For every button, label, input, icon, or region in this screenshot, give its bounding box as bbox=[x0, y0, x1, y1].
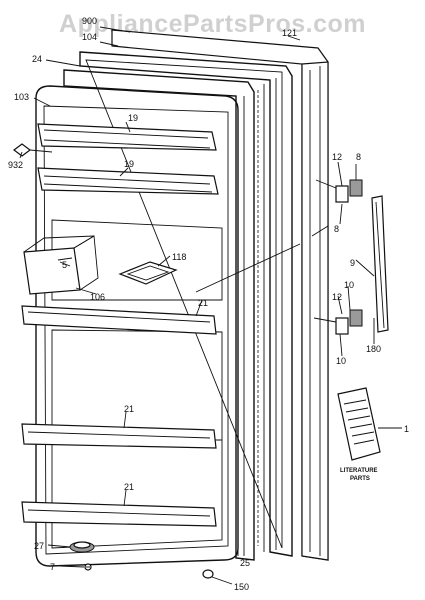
literature-label-line2: PARTS bbox=[350, 476, 370, 482]
lower-handle-mount bbox=[335, 309, 363, 335]
door-shelf-1 bbox=[21, 305, 217, 335]
callout-25: 25 bbox=[240, 558, 250, 568]
callout-1: 1 bbox=[404, 424, 409, 434]
door-handle bbox=[371, 195, 389, 333]
callout-150: 150 bbox=[234, 582, 249, 592]
upper-shelf-1 bbox=[37, 123, 217, 151]
butter-compartment bbox=[23, 235, 99, 295]
callout-104: 104 bbox=[82, 32, 97, 42]
upper-shelf-2 bbox=[37, 167, 219, 195]
door-gasket bbox=[79, 51, 293, 557]
callout-10-upper: 10 bbox=[344, 280, 354, 290]
callout-103: 103 bbox=[14, 92, 29, 102]
callout-labels: 900 104 24 121 103 19 19 932 12 8 8 118 … bbox=[8, 16, 409, 592]
literature-booklet bbox=[337, 387, 381, 461]
leader-lines bbox=[19, 26, 402, 585]
callout-24: 24 bbox=[32, 54, 42, 64]
callout-8-lower: 8 bbox=[334, 224, 339, 234]
callout-118: 118 bbox=[172, 252, 186, 262]
door-shelf-3 bbox=[21, 501, 217, 527]
callout-8-upper: 8 bbox=[356, 152, 361, 162]
callout-121: 121 bbox=[282, 28, 297, 38]
breaker-strip-frame bbox=[63, 69, 255, 561]
callout-21-upper: 21 bbox=[198, 298, 208, 308]
door-shelf-2 bbox=[21, 423, 217, 449]
screw bbox=[84, 563, 92, 571]
utility-tray bbox=[118, 261, 178, 285]
hinge-pin bbox=[13, 143, 31, 157]
callout-9: 9 bbox=[350, 258, 355, 268]
callout-27: 27 bbox=[34, 541, 44, 551]
callout-106: 106 bbox=[90, 292, 105, 302]
callout-12-lower: 12 bbox=[332, 292, 342, 302]
door-cam bbox=[69, 541, 95, 553]
callout-180: 180 bbox=[366, 344, 381, 354]
literature-label-line1: LITERATURE bbox=[340, 468, 378, 474]
upper-handle-mount bbox=[335, 179, 363, 203]
callout-21-lower: 21 bbox=[124, 482, 134, 492]
callout-900: 900 bbox=[82, 16, 97, 26]
callout-932: 932 bbox=[8, 160, 23, 170]
callout-5: 5 bbox=[62, 260, 67, 270]
callout-19-bottom: 19 bbox=[124, 159, 134, 169]
callout-12-upper: 12 bbox=[332, 152, 342, 162]
callout-21-middle: 21 bbox=[124, 404, 134, 414]
callout-19-top: 19 bbox=[128, 113, 138, 123]
callout-10-lower: 10 bbox=[336, 356, 346, 366]
watermark-logo: AppliancePartsPros.com bbox=[59, 10, 366, 38]
outer-door-panel bbox=[111, 29, 329, 561]
callout-7: 7 bbox=[50, 562, 55, 572]
plug-button bbox=[202, 569, 214, 579]
